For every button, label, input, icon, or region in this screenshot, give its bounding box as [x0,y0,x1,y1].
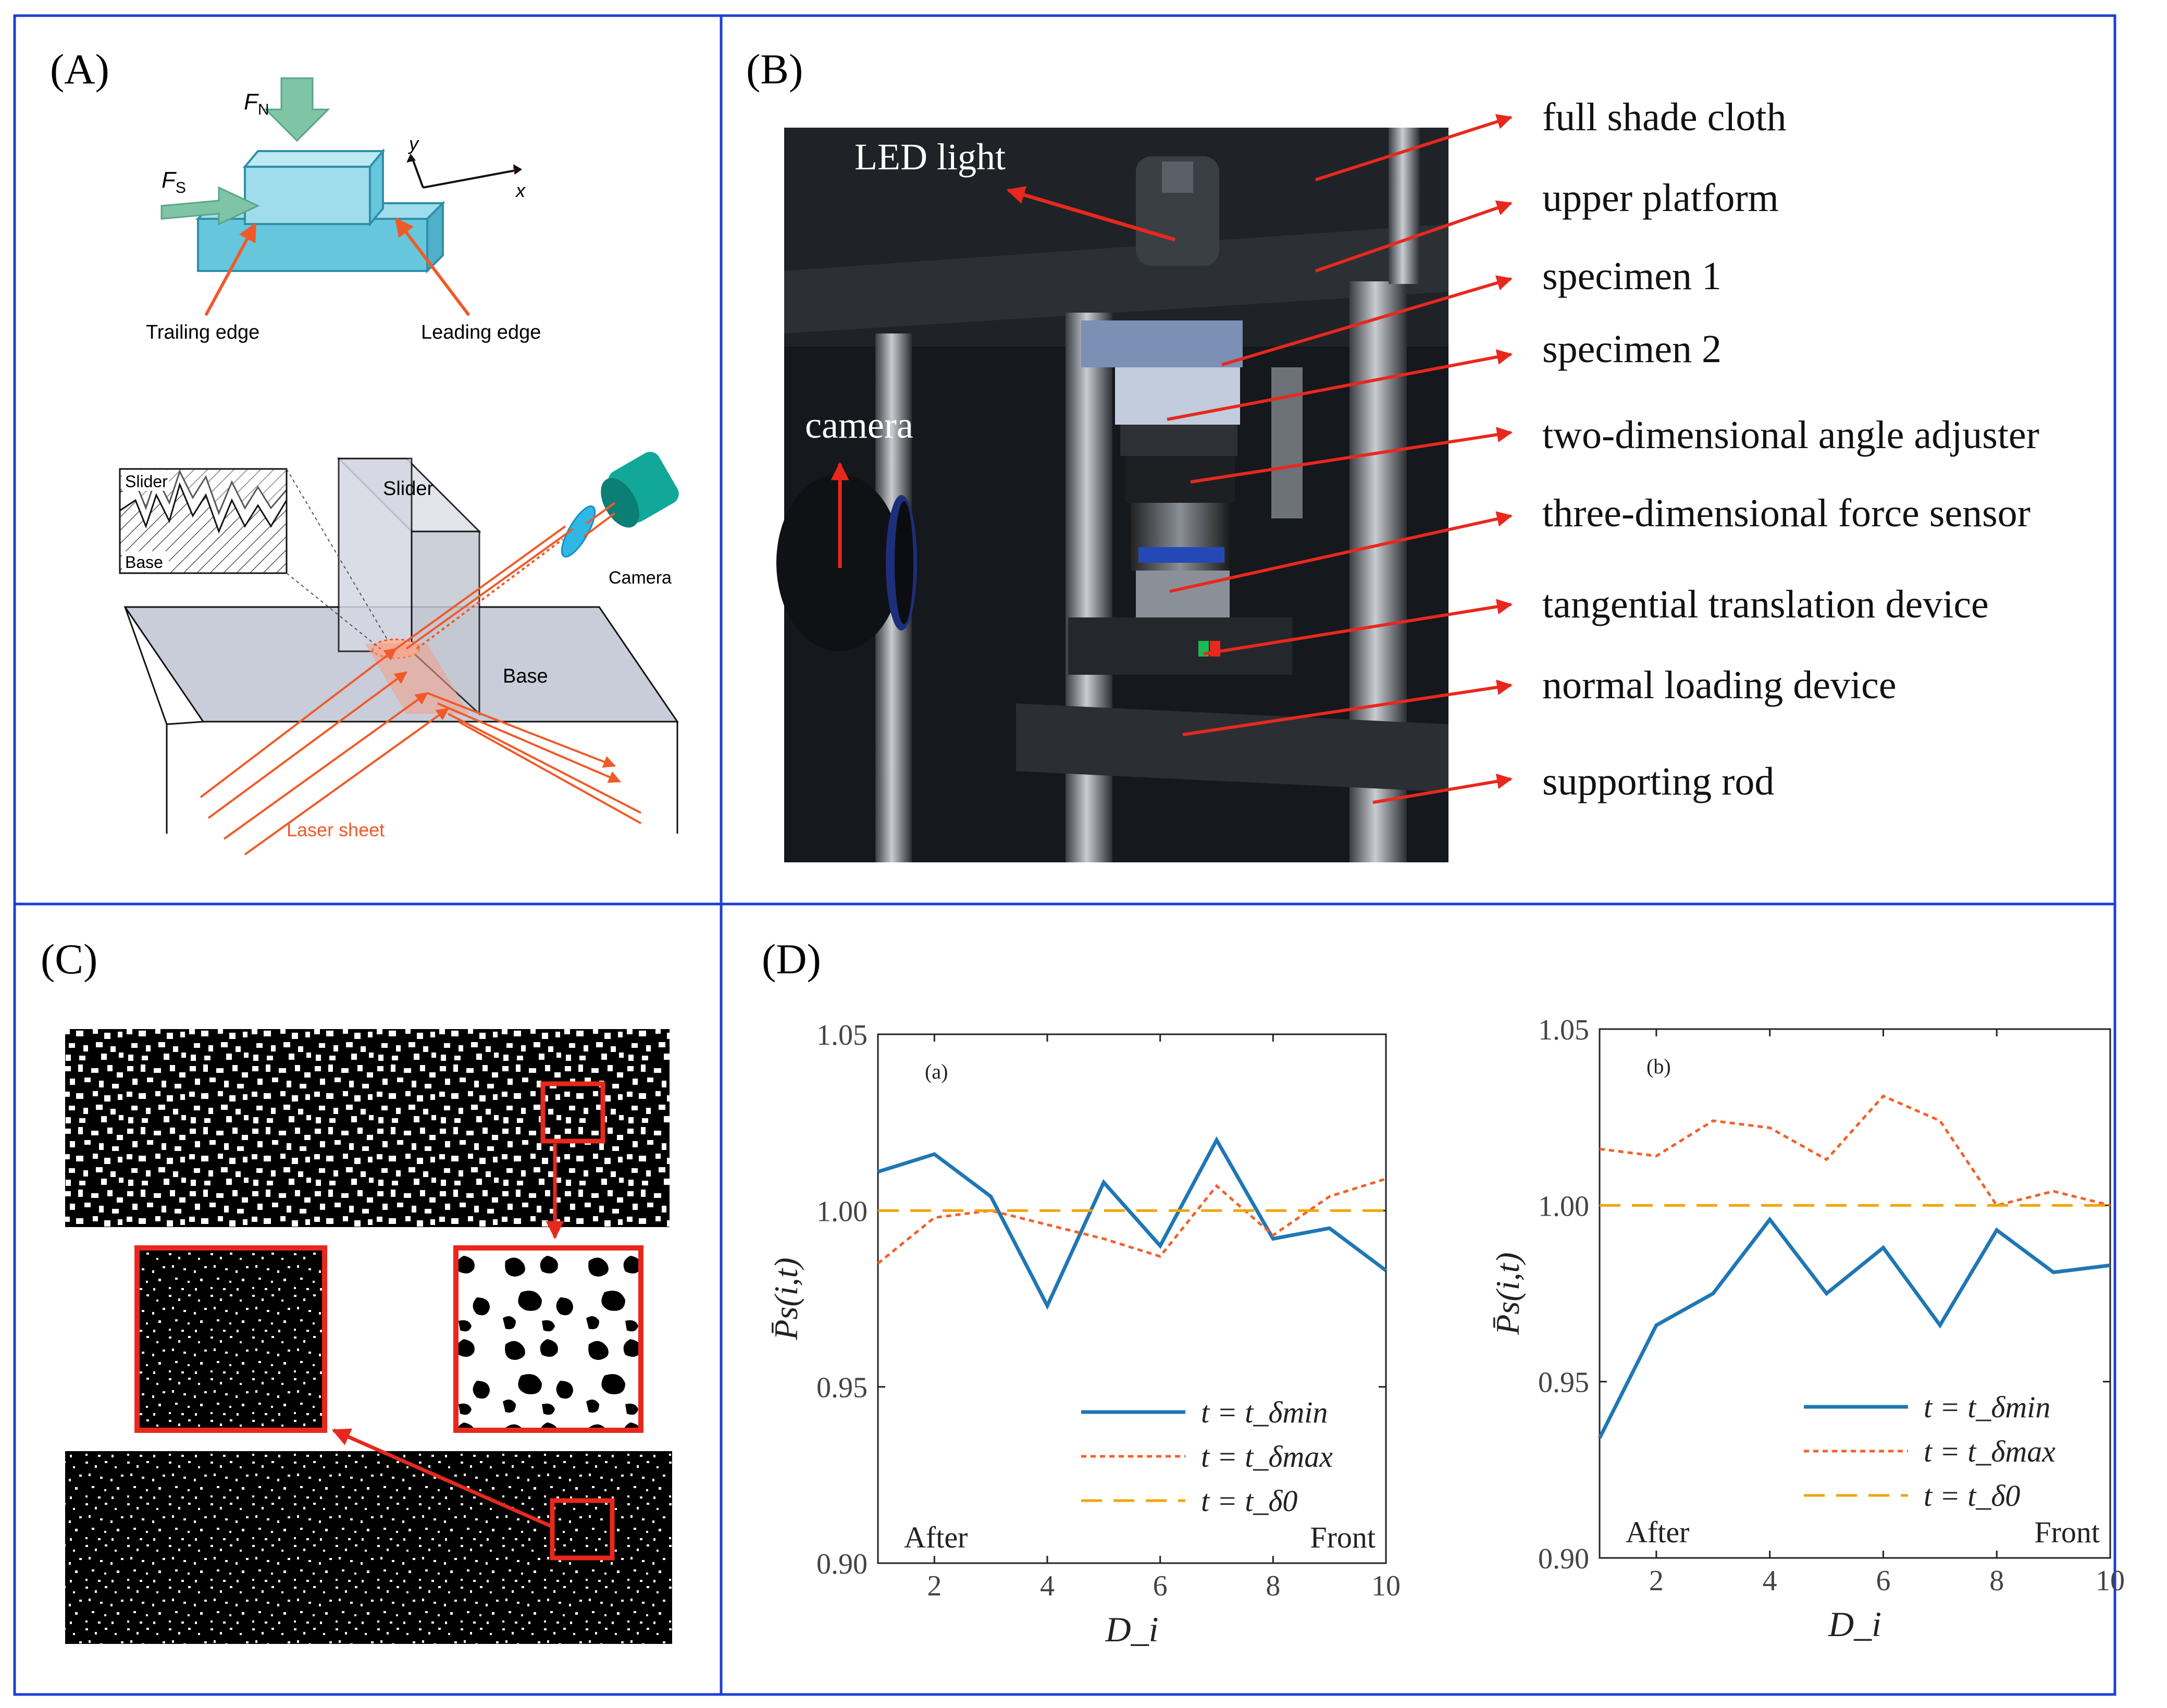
surface-inset: Slider Base [119,468,389,649]
series-line-0 [877,1136,1388,1310]
x-tick-label-1: 4 [1040,1570,1055,1602]
legend-label-2: t = t_δ0 [1924,1479,2020,1513]
panel-c: (C) [41,935,672,1644]
plot-area [1599,1028,2111,1559]
led-light-label: LED light [855,136,1006,178]
y-tick-label-3: 1.05 [816,1019,868,1051]
annotation-after: After [904,1520,968,1554]
laser-setup-diagram: Slider Base Slider Base [119,452,679,856]
annotation-front: Front [2034,1515,2100,1549]
laser-sheet-label: Laser sheet [287,819,385,840]
y-tick-label-1: 0.95 [816,1372,868,1404]
camera-lens-photo [776,474,917,651]
x-tick-label-0: 2 [1649,1565,1664,1597]
plot-area [877,1033,1387,1564]
fs-label: FS [162,167,186,196]
y-tick-label-2: 1.00 [1538,1190,1589,1222]
legend-label-2: t = t_δ0 [1201,1484,1297,1518]
panel-a: (A) FN FS y x T [50,45,679,856]
zoom-inset-coarse [453,1245,643,1433]
camera-label: Camera [609,568,672,588]
callout-specimen-1: specimen 1 [1542,254,1722,298]
x-tick-label-0: 2 [927,1570,942,1602]
callout-tangential-device: tangential translation device [1542,583,1989,626]
coordinate-axes [411,156,522,189]
subplot-tag: (b) [1646,1055,1671,1078]
y-tick-label-2: 1.00 [816,1195,868,1228]
y-axis-label: P̄s(i,t) [767,1257,804,1340]
apparatus-photo [776,128,1448,862]
x-tick-label-3: 8 [1266,1570,1280,1602]
panel-d: (D) 0.90 0.95 1.00 1.05 2 4 6 8 10D_i P̄s(i,t) (a)… [762,935,2125,1649]
callout-angle-adjuster: two-dimensional angle adjuster [1542,413,2039,457]
inset-slider-label: Slider [125,472,168,491]
y-tick-label-1: 0.95 [1538,1367,1589,1399]
y-tick-label-3: 1.05 [1538,1014,1589,1046]
y-axis-label: y [407,133,419,154]
callout-upper-platform: upper platform [1542,176,1779,220]
panel-borders [13,14,2116,1696]
chart-a: 0.90 0.95 1.00 1.05 2 4 6 8 10D_i P̄s(i,t) (a) Afte… [767,1019,1401,1649]
inset-base-label: Base [125,553,163,572]
callout-supporting-rod: supporting rod [1542,760,1774,803]
callout-force-sensor: three-dimensional force sensor [1542,491,2030,535]
x-tick-label-2: 6 [1876,1565,1890,1597]
y-axis-label: P̄s(i,t) [1489,1252,1526,1335]
slider-label: Slider [383,478,434,500]
y-tick-label-0: 0.90 [1538,1543,1589,1575]
camera-icon [561,452,679,558]
callout-normal-loading: normal loading device [1542,663,1897,707]
panel-d-label: (D) [762,935,821,983]
subplot-tag: (a) [925,1060,948,1083]
x-axis-label: D_i [1105,1610,1159,1649]
leading-edge-label: Leading edge [421,321,541,343]
series-line-1 [877,1178,1386,1265]
callout-specimen-2: specimen 2 [1542,327,1722,371]
x-tick-label-3: 8 [1989,1565,2004,1597]
callout-arrows [1167,114,1513,804]
legend-label-0: t = t_δmin [1201,1395,1328,1429]
x-tick-label-1: 4 [1763,1565,1777,1597]
chart-b: 0.90 0.95 1.00 1.05 2 4 6 8 10D_i P̄s(i,t) (b) Afte… [1489,1014,2125,1644]
x-axis-label: x [515,180,526,201]
friction-block-diagram: FN FS y x Trailing edge Leading edge [146,77,541,343]
x-axis-label: D_i [1828,1604,1881,1644]
legend-label-1: t = t_δmax [1201,1440,1333,1474]
panel-c-label: (C) [41,935,97,983]
laser-rays [200,502,641,856]
annotation-after: After [1626,1515,1689,1549]
annotation-front: Front [1310,1520,1376,1554]
callout-labels: full shade cloth upper platform specimen… [1542,95,2039,803]
panel-a-label: (A) [50,45,109,93]
trailing-edge-label: Trailing edge [146,321,259,343]
panel-b-label: (B) [746,45,803,93]
panel-b: (B) [746,45,2039,862]
legend-label-0: t = t_δmin [1924,1390,2050,1424]
callout-full-shade-cloth: full shade cloth [1542,95,1787,139]
zoom-inset-fine [134,1245,327,1433]
x-tick-label-4: 10 [2096,1565,2125,1597]
y-tick-label-0: 0.90 [816,1548,868,1580]
fn-label: FN [244,89,269,118]
series-line-0 [1598,1216,2111,1439]
x-tick-label-2: 6 [1153,1570,1168,1602]
base-label: Base [503,665,548,687]
x-tick-label-4: 10 [1371,1570,1401,1602]
camera-label-b: camera [805,404,913,446]
legend-label-1: t = t_δmax [1924,1434,2055,1468]
speckle-image-coarse [65,1029,670,1227]
specimen-photo [1115,367,1240,425]
led-light-housing [1136,156,1219,266]
speckle-image-fine [65,1451,672,1644]
